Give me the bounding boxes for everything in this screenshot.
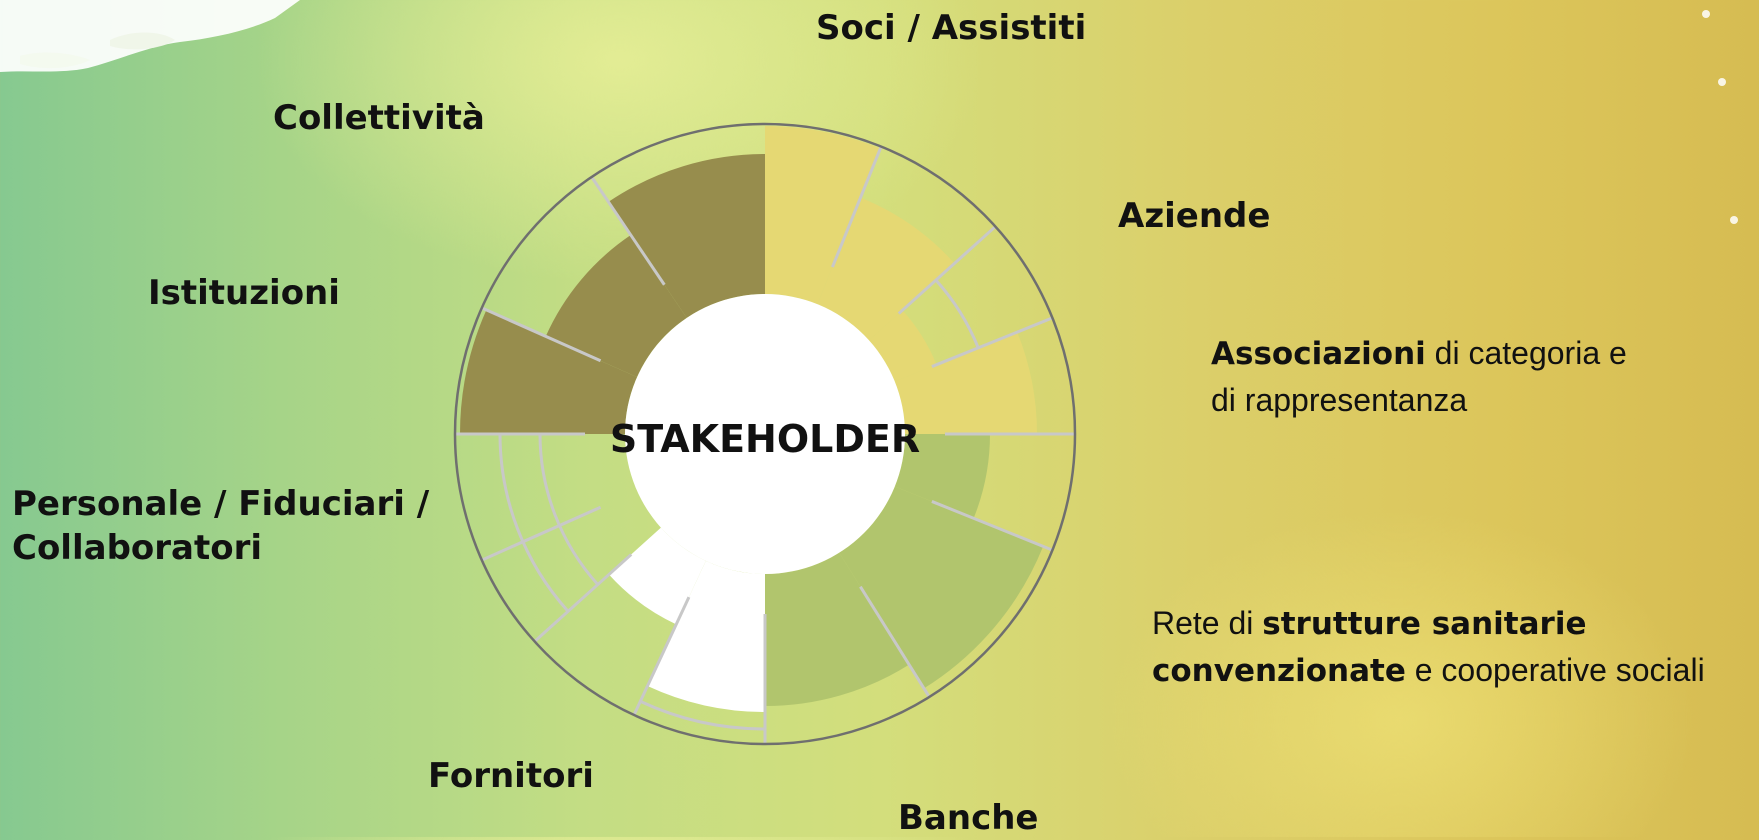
decorative-dot: [1730, 216, 1738, 224]
center-circle: [625, 294, 905, 574]
label-personale-line2: Collaboratori: [12, 528, 263, 569]
divider-spoke: [931, 316, 1053, 368]
label-banche: Banche: [898, 798, 1039, 838]
wheel-segment: [647, 560, 765, 712]
rete-bold1: strutture sanitarie: [1262, 606, 1587, 642]
divider-spoke: [859, 585, 931, 698]
associazioni-rest: di categoria e: [1425, 335, 1627, 371]
associazioni-line2: di rappresentanza: [1211, 381, 1468, 418]
divider-arc: [498, 433, 570, 613]
paint-splash-decoration: [0, 0, 300, 72]
divider-spoke: [590, 176, 666, 286]
label-soci-assistiti: Soci / Assistiti: [816, 8, 1087, 48]
divider-spoke: [481, 306, 602, 363]
center-label: STAKEHOLDER: [610, 417, 920, 461]
associazioni-bold: Associazioni: [1211, 336, 1426, 372]
rete-suffix: e cooperative sociali: [1405, 651, 1705, 688]
wheel-segment: [460, 309, 638, 434]
rete-text: Rete di strutture sanitarie convenzionat…: [1152, 600, 1705, 694]
label-personale: Personale / Fiduciari / Collaboratori: [12, 482, 429, 570]
wheel-segment: [894, 434, 990, 519]
rete-bold2: convenzionate: [1152, 652, 1406, 689]
divider-group: [455, 146, 1075, 744]
wheel-segment: [765, 126, 881, 305]
divider-spoke: [533, 553, 633, 643]
label-fornitori: Fornitori: [428, 756, 594, 796]
wheel-segment: [608, 154, 765, 318]
wheel-segment: [869, 310, 937, 382]
divider-arc: [934, 279, 980, 349]
divider-spoke: [931, 500, 1053, 552]
wheel-segment: [765, 552, 910, 706]
rete-prefix: Rete di: [1152, 605, 1263, 641]
label-collettivita: Collettività: [273, 98, 485, 138]
divider-arc: [538, 433, 599, 586]
associazioni-text: Associazioni di categoria e di rappresen…: [1211, 330, 1627, 423]
divider-spoke: [897, 225, 997, 315]
wheel-segment: [545, 235, 687, 378]
segment-group: [460, 126, 1044, 712]
divider-spoke: [632, 596, 691, 716]
wheel-segment: [817, 197, 955, 341]
label-aziende: Aziende: [1118, 196, 1271, 236]
divider-spoke: [481, 505, 602, 562]
decorative-dot: [1718, 78, 1726, 86]
wheel-segment: [839, 486, 1044, 689]
divider-arc: [639, 700, 766, 731]
wheel-segment: [894, 332, 1037, 434]
decorative-dot: [1702, 10, 1710, 18]
divider-spoke: [831, 146, 883, 268]
label-personale-line1: Personale / Fiduciari /: [12, 484, 430, 524]
wheel-segment: [608, 527, 706, 625]
outer-ring: [453, 122, 1077, 746]
label-istituzioni: Istituzioni: [148, 273, 340, 313]
